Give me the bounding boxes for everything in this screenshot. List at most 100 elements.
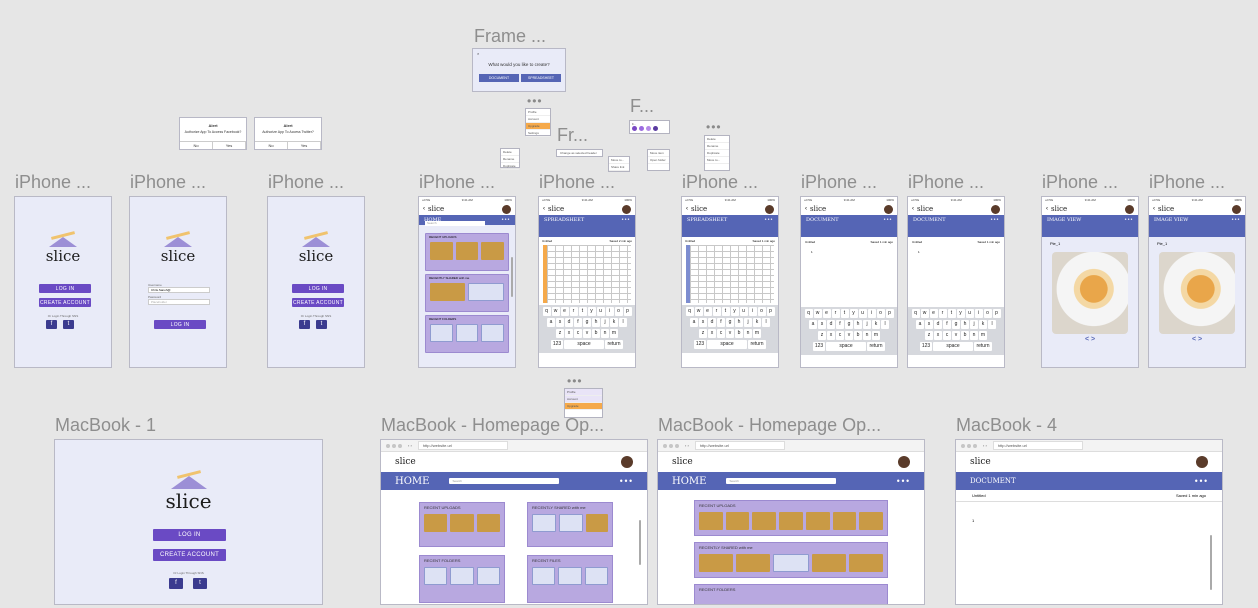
kb-key[interactable]: a bbox=[690, 318, 698, 327]
kb-key[interactable]: u bbox=[858, 309, 867, 318]
back-icon[interactable]: ‹ bbox=[543, 206, 545, 212]
kb-key[interactable]: g bbox=[845, 320, 853, 329]
kb-key[interactable]: k bbox=[753, 318, 761, 327]
kb-key[interactable]: d bbox=[827, 320, 835, 329]
spreadsheet-grid[interactable] bbox=[543, 245, 631, 303]
nav-arrows-icon[interactable]: ‹ › bbox=[685, 443, 689, 448]
avatar[interactable] bbox=[622, 204, 631, 214]
menu-item[interactable]: Duplicate bbox=[705, 150, 729, 157]
iphone-label[interactable]: iPhone ... bbox=[15, 172, 92, 192]
kb-key[interactable]: n bbox=[744, 329, 752, 338]
kb-key[interactable]: d bbox=[934, 320, 942, 329]
kb-key[interactable]: x bbox=[934, 331, 942, 340]
kb-return-key[interactable]: return bbox=[748, 340, 766, 349]
kb-key[interactable]: d bbox=[565, 318, 573, 327]
recent-uploads-card[interactable]: RECENT UPLOADS bbox=[425, 233, 509, 271]
menu-item[interactable]: Rename bbox=[705, 143, 729, 150]
iphone-label[interactable]: iPhone ... bbox=[682, 172, 759, 192]
search-input[interactable]: Search bbox=[449, 478, 560, 484]
frame-menu-dots[interactable]: ••• bbox=[527, 94, 543, 108]
thumbnail[interactable] bbox=[736, 554, 770, 572]
kb-key[interactable]: a bbox=[916, 320, 924, 329]
kb-key[interactable]: z bbox=[925, 331, 933, 340]
iphone-label[interactable]: iPhone ... bbox=[130, 172, 207, 192]
scrollbar[interactable] bbox=[511, 257, 513, 297]
thumbnail[interactable] bbox=[699, 512, 723, 530]
iphone-label[interactable]: iPhone ... bbox=[539, 172, 616, 192]
dropdown-item[interactable]: Account bbox=[565, 396, 602, 403]
scrollbar[interactable] bbox=[1210, 535, 1212, 590]
frame-label-fr[interactable]: Fr... bbox=[557, 125, 588, 145]
thumbnail[interactable] bbox=[586, 514, 608, 532]
macbook-label[interactable]: MacBook - Homepage Op... bbox=[658, 415, 882, 435]
url-bar[interactable]: http://website.url bbox=[694, 441, 785, 450]
folder-icon[interactable] bbox=[424, 567, 448, 585]
kb-key[interactable]: t bbox=[840, 309, 849, 318]
back-icon[interactable]: ‹ bbox=[423, 206, 425, 212]
thumbnail[interactable] bbox=[424, 514, 448, 532]
folder-icon[interactable] bbox=[476, 567, 500, 585]
more-icon[interactable]: ••• bbox=[883, 217, 892, 223]
kb-key[interactable]: j bbox=[744, 318, 752, 327]
recent-folders-card[interactable]: RECENT FOLDERS bbox=[419, 555, 505, 603]
spreadsheet-grid[interactable] bbox=[686, 245, 774, 303]
file-name[interactable]: Untitled bbox=[542, 239, 553, 243]
kb-key[interactable]: l bbox=[988, 320, 996, 329]
frame-label-top[interactable]: Frame ... bbox=[474, 26, 547, 46]
avatar[interactable] bbox=[765, 204, 774, 214]
kb-key[interactable]: v bbox=[952, 331, 960, 340]
kb-key[interactable]: y bbox=[587, 307, 596, 316]
swatch-icon[interactable] bbox=[653, 126, 658, 131]
menu-item[interactable]: Move to... bbox=[609, 157, 629, 164]
search-input[interactable]: Search bbox=[726, 478, 837, 484]
avatar[interactable] bbox=[621, 456, 633, 468]
kb-key[interactable]: t bbox=[578, 307, 587, 316]
file-name[interactable]: Untitled bbox=[685, 239, 696, 243]
kb-key[interactable]: a bbox=[809, 320, 817, 329]
kb-space-key[interactable]: space bbox=[826, 342, 866, 351]
kb-key[interactable]: s bbox=[556, 318, 564, 327]
login-button[interactable]: LOG IN bbox=[292, 284, 344, 293]
kb-key[interactable]: m bbox=[753, 329, 761, 338]
kb-key[interactable]: g bbox=[583, 318, 591, 327]
document-body[interactable]: 1 bbox=[956, 502, 1222, 539]
kb-key[interactable]: b bbox=[854, 331, 862, 340]
kb-key[interactable]: c bbox=[836, 331, 844, 340]
kb-key[interactable]: g bbox=[726, 318, 734, 327]
kb-key[interactable]: n bbox=[970, 331, 978, 340]
dropdown-item[interactable]: Account bbox=[526, 116, 550, 123]
kb-key[interactable]: c bbox=[717, 329, 725, 338]
url-bar[interactable]: http://website.url bbox=[417, 441, 508, 450]
password-field[interactable]: Placeholder bbox=[148, 299, 210, 305]
facebook-icon[interactable]: f bbox=[299, 320, 310, 329]
avatar[interactable] bbox=[898, 456, 910, 468]
document-button[interactable]: DOCUMENT bbox=[479, 74, 519, 82]
kb-key[interactable]: q bbox=[542, 307, 551, 316]
nav-arrows-icon[interactable]: ‹ › bbox=[408, 443, 412, 448]
kb-num-key[interactable]: 123 bbox=[694, 340, 706, 349]
thumbnail[interactable] bbox=[430, 283, 465, 301]
window-controls[interactable] bbox=[663, 443, 679, 448]
dialog-close-icon[interactable]: × bbox=[477, 51, 480, 56]
kb-key[interactable]: v bbox=[583, 329, 591, 338]
username-field[interactable]: Chris.Sanoh@ bbox=[148, 287, 210, 293]
kb-key[interactable]: n bbox=[863, 331, 871, 340]
kb-key[interactable]: q bbox=[911, 309, 920, 318]
dropdown-item[interactable]: Settings bbox=[526, 130, 550, 137]
avatar[interactable] bbox=[1232, 204, 1241, 214]
kb-key[interactable]: w bbox=[551, 307, 560, 316]
swatch-icon[interactable] bbox=[639, 126, 644, 131]
spreadsheet-button[interactable]: SPREADSHEET bbox=[521, 74, 561, 82]
kb-key[interactable]: k bbox=[979, 320, 987, 329]
kb-return-key[interactable]: return bbox=[867, 342, 885, 351]
kb-key[interactable]: u bbox=[965, 309, 974, 318]
recently-shared-card[interactable]: RECENTLY SHARED with me bbox=[694, 542, 888, 578]
kb-key[interactable]: h bbox=[735, 318, 743, 327]
document-body[interactable]: 1 bbox=[908, 247, 1004, 305]
kb-num-key[interactable]: 123 bbox=[551, 340, 563, 349]
more-icon[interactable]: ••• bbox=[990, 217, 999, 223]
kb-key[interactable]: b bbox=[592, 329, 600, 338]
recent-uploads-card[interactable]: RECENT UPLOADS bbox=[694, 500, 888, 536]
window-controls[interactable] bbox=[386, 443, 402, 448]
kb-space-key[interactable]: space bbox=[933, 342, 973, 351]
